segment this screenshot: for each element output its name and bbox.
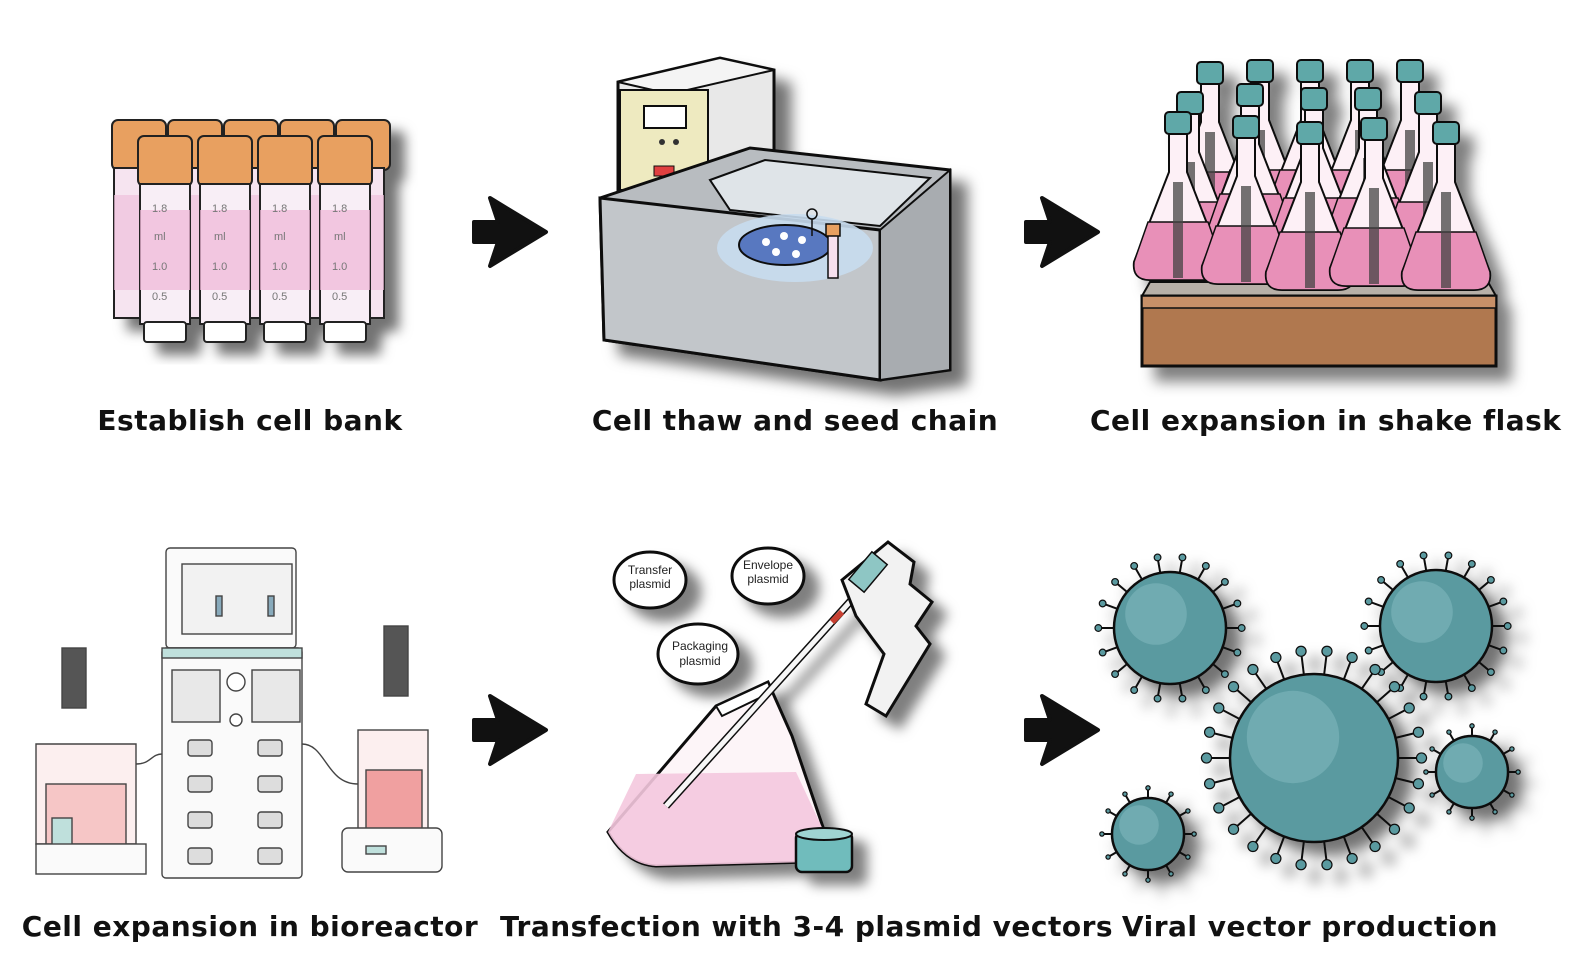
- plasmid-label: plasmid: [679, 654, 720, 668]
- vial-mark: ml: [214, 231, 226, 243]
- step-caption: Cell expansion in shake flask: [1090, 404, 1562, 437]
- vial-mark: 1.8: [272, 203, 287, 215]
- water-bath-icon: [598, 56, 952, 382]
- virus-particle-icon: [1360, 551, 1512, 701]
- cryovials-icon: 1.8 ml 1.0 0.5 1.8 ml 1.0 0.5 1.8 ml 1.0…: [111, 119, 391, 343]
- vial-mark: 1.8: [152, 203, 167, 215]
- plasmid-label: plasmid: [747, 572, 788, 586]
- vial-mark: 0.5: [272, 291, 287, 303]
- vial-mark: 1.0: [332, 261, 347, 273]
- pipette-flask-icon: Transfer plasmid Envelope plasmid Packag…: [606, 540, 935, 874]
- vial-mark: 1.0: [212, 261, 227, 273]
- plasmid-label: Transfer: [628, 563, 672, 577]
- step-caption: Transfection with 3-4 plasmid vectors: [500, 910, 1114, 943]
- arrow-right-icon: [470, 192, 550, 276]
- vial-mark: 1.0: [152, 261, 167, 273]
- arrow-right-icon: [1022, 690, 1102, 774]
- virus-particles-icon: [1094, 551, 1521, 883]
- envelope-plasmid-icon: [730, 546, 806, 606]
- transfer-plasmid-icon: [612, 550, 688, 610]
- step-caption: Establish cell bank: [97, 404, 403, 437]
- plasmid-label: Packaging: [672, 639, 728, 653]
- vial-mark: 0.5: [212, 291, 227, 303]
- vial-mark: ml: [274, 231, 286, 243]
- vial-mark: 0.5: [332, 291, 347, 303]
- arrow-right-icon: [1022, 192, 1102, 276]
- virus-particles-illustration: [1094, 550, 1546, 883]
- vial-mark: 1.8: [332, 203, 347, 215]
- vial-mark: 1.0: [272, 261, 287, 273]
- shake-flasks-icon: [1132, 59, 1498, 368]
- step-caption: Cell expansion in bioreactor: [21, 910, 479, 943]
- vial-mark: ml: [154, 231, 166, 243]
- transfection-illustration: Transfer plasmid Envelope plasmid Packag…: [596, 536, 976, 886]
- virus-particle-icon: [1423, 723, 1521, 821]
- bioreactor-icon: [35, 547, 443, 879]
- arrow-right-icon: [470, 690, 550, 774]
- cryovials-illustration: 1.8 ml 1.0 0.5 1.8 ml 1.0 0.5 1.8 ml 1.0…: [100, 110, 420, 350]
- packaging-plasmid-icon: [656, 622, 740, 686]
- step-caption: Viral vector production: [1121, 910, 1499, 943]
- vial-mark: ml: [334, 231, 346, 243]
- plasmid-label: plasmid: [629, 577, 670, 591]
- virus-particle-icon: [1094, 553, 1246, 703]
- vial-mark: 0.5: [152, 291, 167, 303]
- vial-mark: 1.8: [212, 203, 227, 215]
- virus-particle-icon: [1200, 645, 1428, 871]
- step-caption: Cell thaw and seed chain: [591, 404, 999, 437]
- bioreactor-illustration: [6, 544, 456, 889]
- water-bath-illustration: [590, 50, 970, 390]
- plasmid-label: Envelope: [743, 558, 793, 572]
- virus-particle-icon: [1099, 785, 1197, 883]
- shake-flasks-illustration: [1128, 56, 1528, 386]
